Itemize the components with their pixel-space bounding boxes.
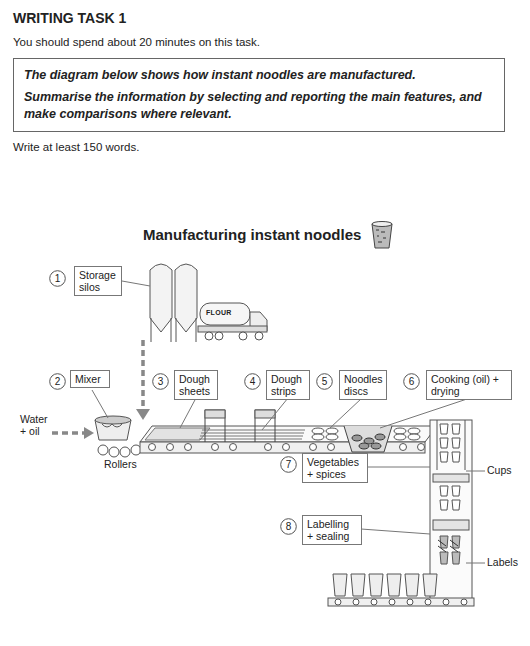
step-callout: Dough sheets bbox=[174, 370, 218, 400]
input-label: Water + oil bbox=[20, 414, 52, 437]
step-callout: Noodles discs bbox=[339, 370, 387, 400]
callout-number: 8 bbox=[280, 518, 297, 535]
truck-label: FLOUR bbox=[206, 309, 232, 316]
step-callout: Labelling + sealing bbox=[302, 515, 362, 545]
step-callout: Vegetables + spices bbox=[302, 453, 368, 483]
step-number: 8 bbox=[280, 518, 297, 535]
step-number: 2 bbox=[49, 373, 66, 390]
instruction-text: Write at least 150 words. bbox=[13, 141, 139, 153]
step-callout: Cooking (oil) + drying bbox=[426, 370, 512, 400]
task-prompt-box: The diagram below shows how instant nood… bbox=[13, 58, 505, 132]
step-number: 6 bbox=[403, 373, 420, 390]
page-heading: WRITING TASK 1 bbox=[13, 10, 126, 26]
callout-number: 5 bbox=[316, 373, 333, 390]
flour-truck bbox=[198, 303, 267, 340]
part-label: Rollers bbox=[104, 459, 137, 471]
step-number: 1 bbox=[49, 270, 66, 287]
step-label: Vegetables + spices bbox=[307, 456, 363, 480]
callout-number: 6 bbox=[403, 373, 420, 390]
conveyor bbox=[140, 410, 437, 453]
cup-icon bbox=[372, 222, 392, 249]
diagram-title: Manufacturing instant noodles bbox=[143, 226, 361, 243]
prompt-text: The diagram below shows how instant nood… bbox=[24, 67, 494, 84]
water-oil-arrow bbox=[52, 427, 94, 439]
callout-number: 3 bbox=[152, 373, 169, 390]
callout-number: 7 bbox=[280, 456, 297, 473]
part-label: Cups bbox=[487, 465, 512, 477]
step-label: Noodles discs bbox=[344, 373, 382, 397]
step-label: Labelling + sealing bbox=[307, 518, 357, 542]
callout-number: 2 bbox=[49, 373, 66, 390]
step-callout: Dough strips bbox=[266, 370, 310, 400]
callout-number: 4 bbox=[244, 373, 261, 390]
step-callout: Storage silos bbox=[74, 266, 122, 296]
prompt-text: Summarise the information by selecting a… bbox=[24, 89, 494, 123]
step-callout: Mixer bbox=[70, 370, 110, 388]
part-label: Labels bbox=[487, 557, 518, 569]
callout-number: 1 bbox=[49, 270, 66, 287]
step-number: 4 bbox=[244, 373, 261, 390]
finished-cups bbox=[328, 574, 474, 606]
step-label: Storage silos bbox=[79, 269, 117, 293]
storage-silos bbox=[150, 264, 197, 342]
mixer bbox=[95, 416, 141, 457]
step-label: Mixer bbox=[75, 373, 105, 385]
step-label: Dough strips bbox=[271, 373, 305, 397]
flour-arrow bbox=[136, 340, 150, 420]
instruction-text: You should spend about 20 minutes on thi… bbox=[13, 36, 260, 48]
leader-lines bbox=[92, 281, 485, 563]
step-number: 5 bbox=[316, 373, 333, 390]
cup-machine bbox=[430, 420, 472, 600]
step-number: 7 bbox=[280, 456, 297, 473]
step-label: Dough sheets bbox=[179, 373, 213, 397]
step-label: Cooking (oil) + drying bbox=[431, 373, 507, 397]
step-number: 3 bbox=[152, 373, 169, 390]
